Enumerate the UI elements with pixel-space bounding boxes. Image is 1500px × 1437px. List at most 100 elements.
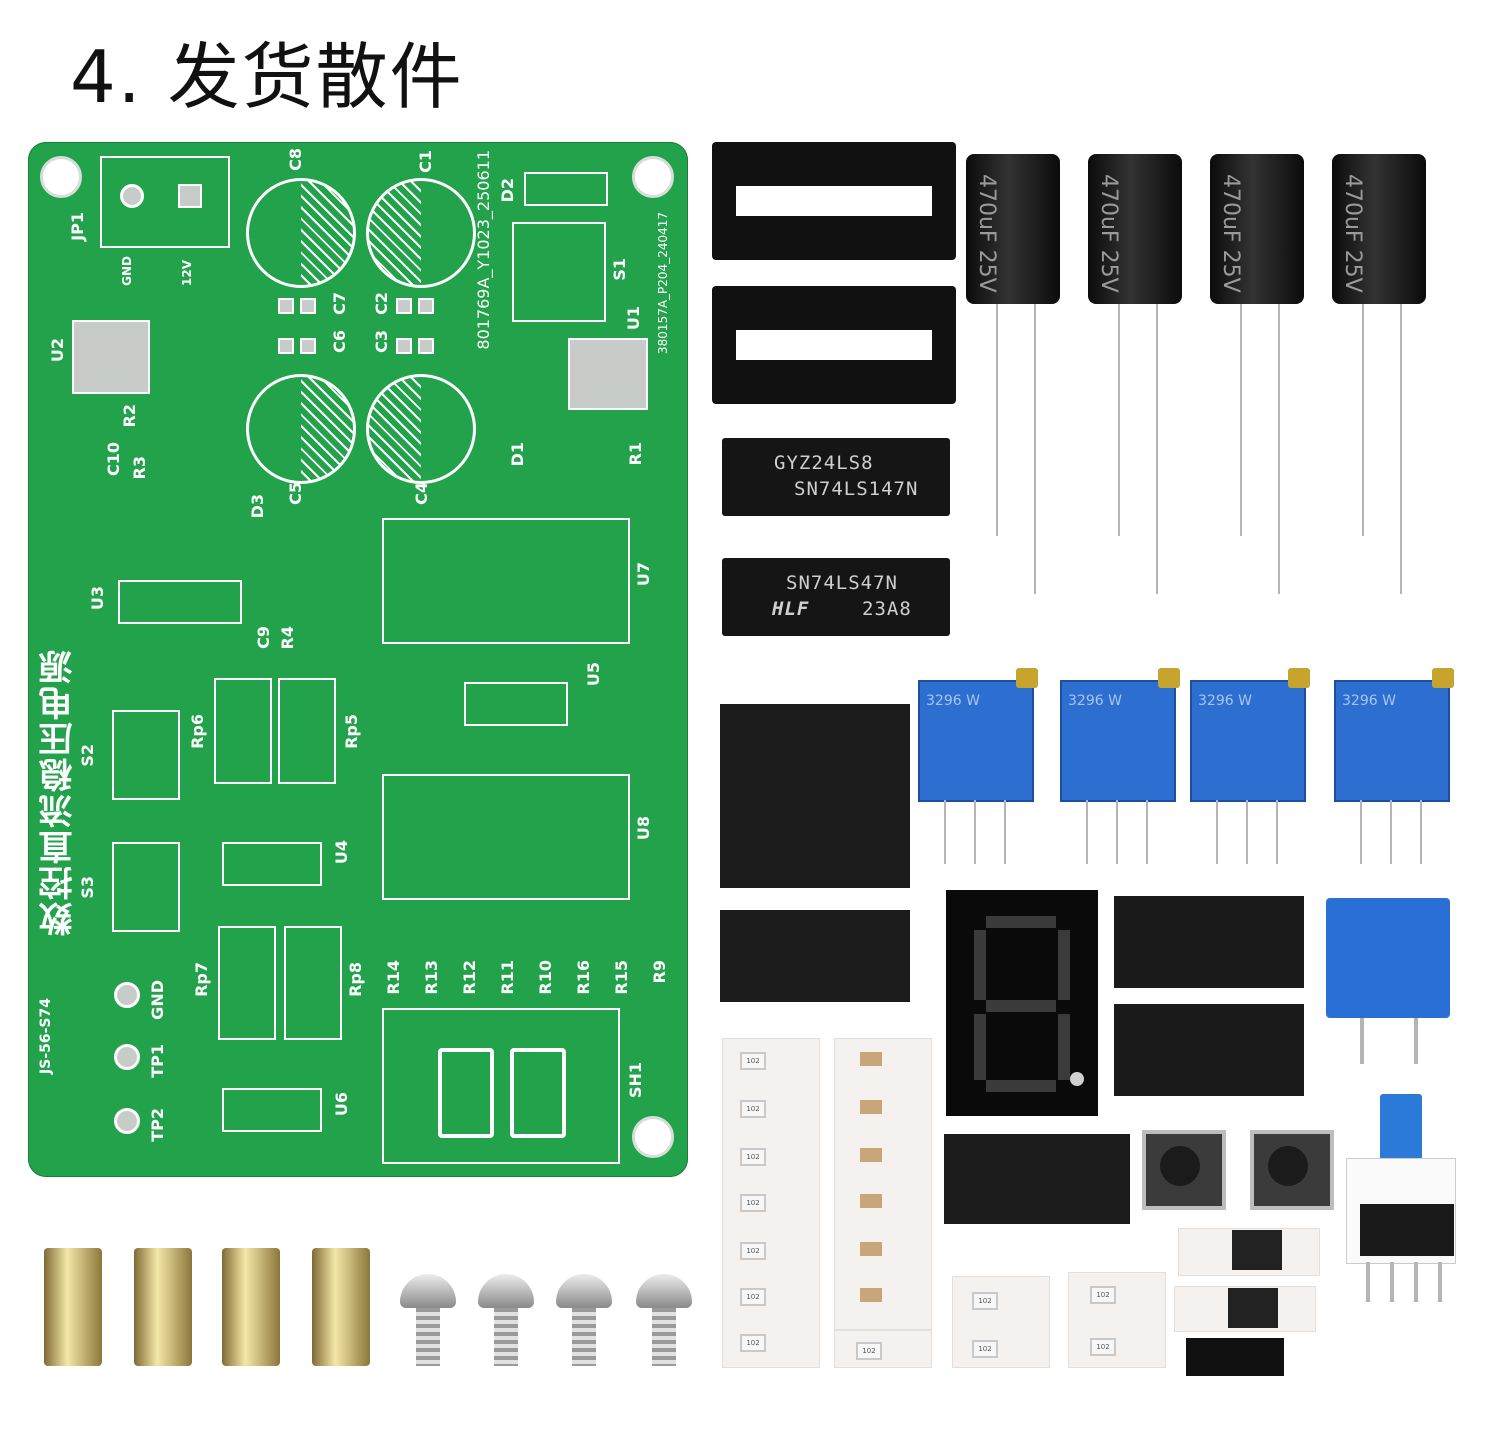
test-point <box>114 1044 140 1070</box>
smd-pad <box>278 298 294 314</box>
label-d3: D3 <box>248 494 267 519</box>
chip-text: SN74LS47N <box>786 572 898 594</box>
electrolytic-capacitor: 470uF 25V <box>1332 154 1426 304</box>
u1-pad <box>568 338 648 410</box>
ic-socket <box>712 286 956 404</box>
label-c9: C9 <box>254 626 273 649</box>
label-rp7: Rp7 <box>192 962 211 997</box>
pot-knob <box>1288 668 1310 688</box>
label-d1: D1 <box>508 442 527 467</box>
soic-tape <box>720 910 910 1002</box>
regulator-tape <box>1114 896 1304 988</box>
rp8-outline <box>284 926 342 1040</box>
label-r9: R9 <box>650 960 669 984</box>
u6-outline <box>222 1088 322 1132</box>
rp5-outline <box>278 678 336 784</box>
test-point <box>114 1108 140 1134</box>
cap-lead <box>1240 304 1242 536</box>
cap-lead <box>1118 304 1120 536</box>
label-c1: C1 <box>416 150 435 173</box>
u8-outline <box>382 774 630 900</box>
label-r10: R10 <box>536 960 555 995</box>
resistor-tape <box>1068 1272 1166 1368</box>
tactile-switch-button <box>1160 1146 1200 1186</box>
smd-led <box>1186 1338 1284 1376</box>
pot-lead <box>1360 800 1362 864</box>
cap-label: 470uF 25V <box>1218 174 1243 293</box>
mounting-hole <box>40 156 82 198</box>
segment <box>1070 1072 1084 1086</box>
label-u6: U6 <box>332 1092 351 1117</box>
label-r16: R16 <box>574 960 593 995</box>
terminal-block <box>1326 898 1450 1018</box>
cap-lead <box>996 304 998 536</box>
electrolytic-capacitor: 470uF 25V <box>1088 154 1182 304</box>
pot-label: 3296 W <box>1068 693 1122 709</box>
smd-capacitor <box>860 1194 882 1208</box>
smd-resistor: 102 <box>1090 1338 1116 1356</box>
label-u2: U2 <box>48 338 67 363</box>
dip-chip-74ls147: GYZ24LS8 SN74LS147N <box>722 438 950 516</box>
terminal-lead <box>1414 1018 1418 1064</box>
push-switch-cap <box>1380 1094 1422 1160</box>
trimmer-potentiometer: 3296 W <box>1334 668 1454 802</box>
cap-label: 470uF 25V <box>974 174 999 293</box>
cap-footprint-c8 <box>246 178 356 288</box>
brass-standoff <box>222 1248 280 1366</box>
tactile-switch-button <box>1268 1146 1308 1186</box>
label-r1: R1 <box>626 442 645 466</box>
label-c2: C2 <box>372 292 391 315</box>
label-c8: C8 <box>286 148 305 171</box>
chip-brand: HLF <box>772 598 810 620</box>
terminal-lead <box>1360 1018 1364 1064</box>
u4-outline <box>222 842 322 886</box>
resistor-tape <box>722 1038 820 1368</box>
smd-resistor: 102 <box>740 1288 766 1306</box>
screw <box>478 1274 534 1374</box>
label-tp2: TP2 <box>148 1108 167 1142</box>
u3-outline <box>118 580 242 624</box>
test-point <box>114 982 140 1008</box>
smd-resistor: 102 <box>740 1242 766 1260</box>
pot-lead <box>1216 800 1218 864</box>
smd-resistor: 102 <box>740 1100 766 1118</box>
cap-lead <box>1400 304 1402 594</box>
cap-footprint-c4 <box>366 374 476 484</box>
label-c6: C6 <box>330 330 349 353</box>
label-r4: R4 <box>278 626 297 650</box>
jp1-pad <box>178 184 202 208</box>
pot-lead <box>1086 800 1088 864</box>
u5-outline <box>464 682 568 726</box>
capacitor-tape <box>834 1038 932 1330</box>
smd-resistor: 102 <box>1090 1286 1116 1304</box>
label-u1: U1 <box>624 306 643 331</box>
segment <box>1058 930 1070 1000</box>
cap-footprint-c5 <box>246 374 356 484</box>
smd-capacitor <box>860 1288 882 1302</box>
segment <box>986 1000 1056 1012</box>
segment <box>974 930 986 1000</box>
smd-resistor: 102 <box>740 1148 766 1166</box>
pot-lead <box>1004 800 1006 864</box>
switch-lead <box>1390 1262 1394 1302</box>
trimmer-potentiometer: 3296 W <box>1190 668 1310 802</box>
label-r2: R2 <box>120 404 139 428</box>
segment <box>986 916 1056 928</box>
pot-lead <box>1420 800 1422 864</box>
smd-capacitor <box>860 1242 882 1256</box>
label-r3: R3 <box>130 456 149 480</box>
screw <box>556 1274 612 1374</box>
label-u3: U3 <box>88 586 107 611</box>
brass-standoff <box>312 1248 370 1366</box>
electrolytic-capacitor: 470uF 25V <box>966 154 1060 304</box>
smd-resistor: 102 <box>856 1342 882 1360</box>
switch-lead <box>1438 1262 1442 1302</box>
pot-lead <box>1390 800 1392 864</box>
rp7-outline <box>218 926 276 1040</box>
tactile-switch <box>1142 1130 1226 1210</box>
screw <box>400 1274 456 1374</box>
label-r15: R15 <box>612 960 631 995</box>
smd-resistor: 102 <box>972 1292 998 1310</box>
label-rp5: Rp5 <box>342 714 361 749</box>
pot-label: 3296 W <box>926 693 980 709</box>
